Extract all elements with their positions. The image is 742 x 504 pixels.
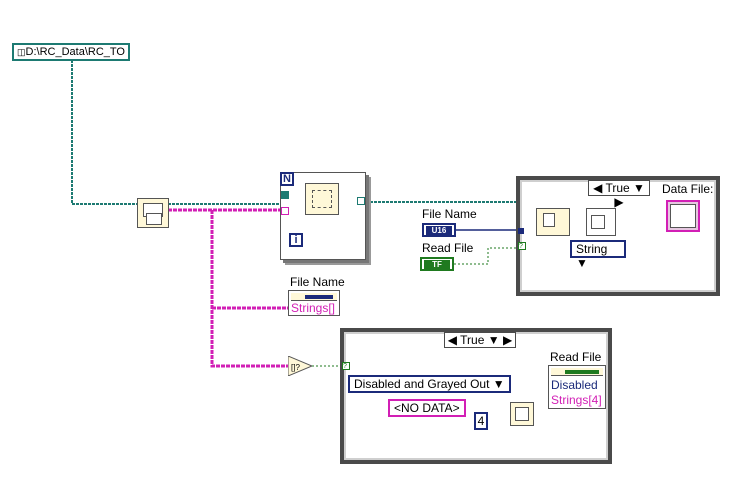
path-wire [71,60,140,205]
string-tunnel [281,207,289,215]
increment-arrow-icon[interactable]: ▶ [614,195,624,209]
loop-iteration-terminal[interactable]: i [289,233,303,247]
auto-index-tunnel [281,191,289,199]
data-file-label: Data File: [662,182,714,196]
dropdown-arrow-icon[interactable]: ▼ [487,333,500,347]
output-tunnel [357,197,365,205]
for-loop[interactable]: N i [280,172,366,260]
read-spreadsheet-node[interactable] [536,208,570,236]
read-file-control[interactable]: TF [420,257,454,271]
empty-array-icon: []? [287,355,314,377]
tf-type-tag: TF [424,260,450,269]
property-disabled-item: Disabled [551,378,598,392]
bool-tunnel: ? [518,242,526,250]
file-name-property-label: File Name [290,275,345,289]
read-file-property-label: Read File [550,350,602,364]
case-structure-bottom[interactable]: ◀ True ▼ ▶ ? Disabled and Grayed Out ▼ <… [340,328,612,464]
disabled-enum-constant[interactable]: Disabled and Grayed Out ▼ [348,375,511,393]
read-file-property-node[interactable]: Disabled Strings[4] [548,365,606,409]
property-bar-icon [305,295,333,299]
dropdown-arrow-icon[interactable]: ▼ [633,181,645,195]
initialize-array-node[interactable] [510,402,534,426]
decrement-arrow-icon[interactable]: ◀ [593,181,603,195]
property-header [291,293,337,301]
file-name-property-node[interactable]: Strings[] [288,290,340,316]
empty-array-node[interactable]: []? [287,355,314,377]
property-header [551,368,603,376]
numeric-constant[interactable]: 4 [474,412,488,430]
u16-type-tag: U16 [426,226,452,235]
path-constant[interactable]: ◫D:\RC_Data\RC_TO [12,43,130,61]
read-file-control-label: Read File [422,241,474,255]
build-path-node[interactable] [305,183,339,215]
case-selector-terminal [518,228,524,234]
list-icon [146,213,162,225]
no-data-constant[interactable]: <NO DATA> [388,399,466,417]
list-folder-node[interactable] [137,198,169,228]
file-name-control[interactable]: U16 [422,223,456,237]
path-icon: ◫ [17,47,26,57]
file-name-control-label: File Name [422,207,477,221]
increment-arrow-icon[interactable]: ▶ [502,333,513,347]
case-structure-top[interactable]: ◀ True ▼ ▶ ? String ▼ Data File: [516,176,720,296]
decrement-arrow-icon[interactable]: ◀ [447,333,458,347]
spreadsheet-icon [543,213,555,227]
dropdown-arrow-icon: ▼ [492,377,505,391]
case-selector-top[interactable]: ◀ True ▼ ▶ [588,180,650,209]
property-strings-item: Strings[4] [551,393,602,407]
case-selector-bottom[interactable]: ◀ True ▼ ▶ [444,332,516,348]
loop-count-terminal[interactable]: N [280,172,294,186]
case-selector-terminal-bottom: ? [342,362,350,370]
array-icon [515,407,529,421]
string-array-wire-down [210,210,290,368]
spreadsheet-string-node[interactable] [586,208,616,236]
property-strings-item: Strings[] [291,301,336,315]
data-file-indicator[interactable] [666,200,700,232]
property-bar-icon [565,370,599,374]
table-icon [670,204,696,228]
string-selector[interactable]: String ▼ [570,240,626,270]
dropdown-arrow-icon: ▼ [576,256,588,270]
svg-text:[]?: []? [291,363,300,372]
bool-wire [454,247,520,265]
grid-icon [591,215,605,229]
build-path-icon [312,190,332,208]
